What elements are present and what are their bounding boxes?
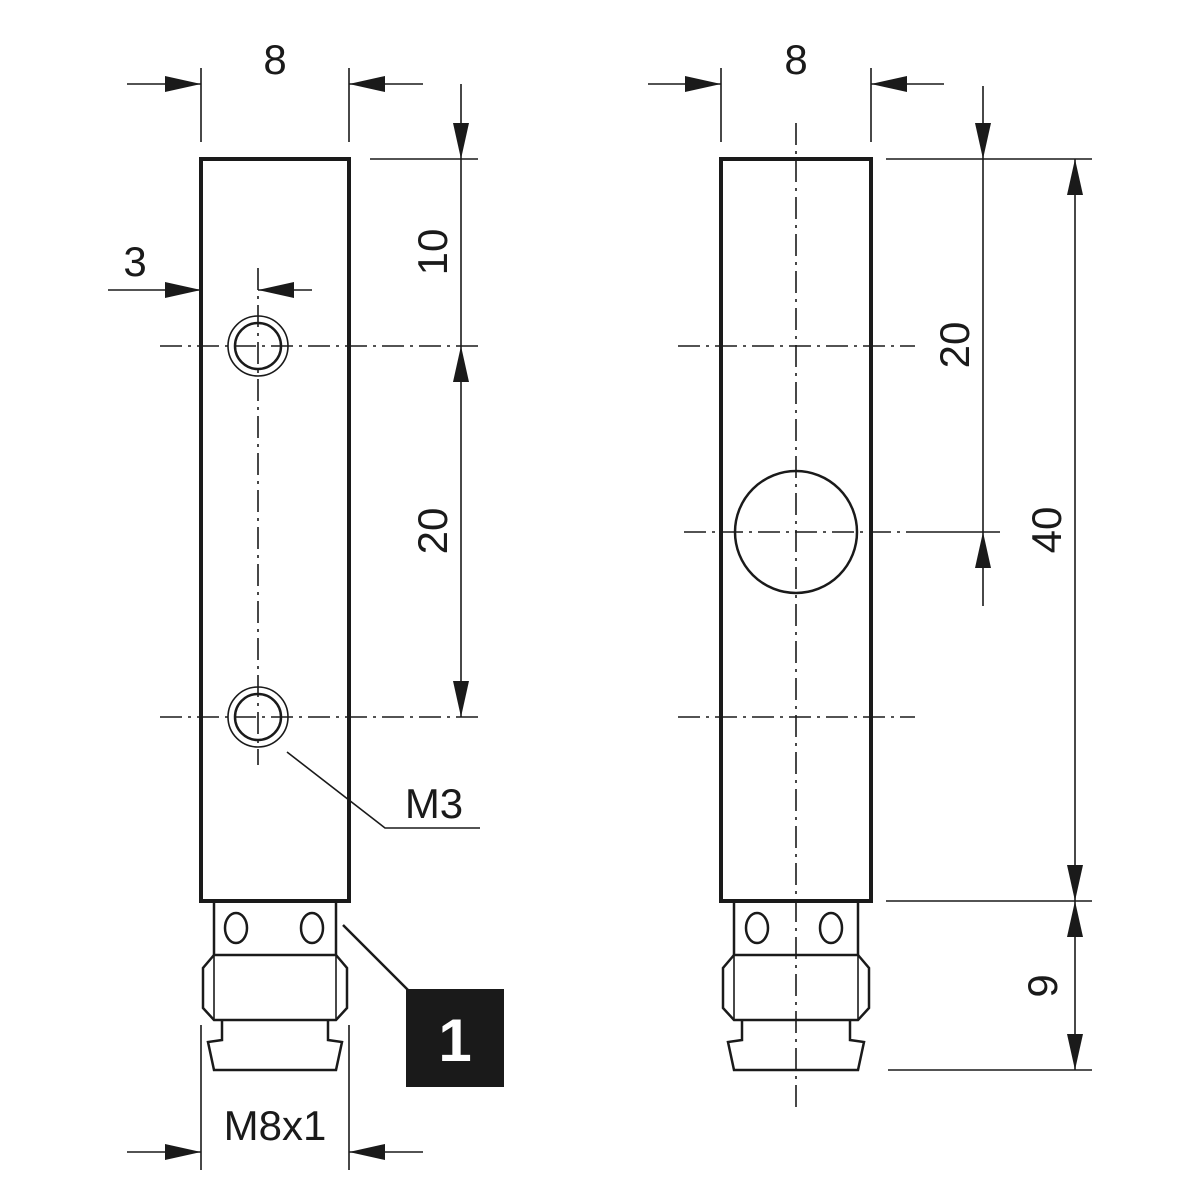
top-to-hole-dimension: 10 xyxy=(370,84,478,382)
hole-spacing-dimension: 20 xyxy=(409,346,469,717)
top-to-center-label: 20 xyxy=(931,322,978,369)
right-connector xyxy=(721,901,871,1072)
callout-number: 1 xyxy=(438,1007,471,1074)
left-sensor-body xyxy=(199,157,351,903)
connector-length-dimension: 9 xyxy=(888,901,1092,1071)
connector-thread-label: M8x1 xyxy=(224,1102,327,1149)
left-width-label: 8 xyxy=(263,36,286,83)
callout-box xyxy=(406,989,504,1087)
top-to-center-dimension: 20 xyxy=(886,86,1092,606)
right-view: 8 20 40 9 xyxy=(648,36,1092,1108)
connector-length-label: 9 xyxy=(1019,974,1066,997)
right-width-dimension: 8 xyxy=(648,36,944,142)
hole-spacing-label: 20 xyxy=(409,508,456,555)
connector-thread-dimension: M8x1 xyxy=(127,1025,423,1170)
hole-offset-label: 3 xyxy=(123,238,146,285)
body-length-label: 40 xyxy=(1023,507,1070,554)
top-to-hole-label: 10 xyxy=(409,229,456,276)
hole-offset-dimension: 3 xyxy=(108,238,312,298)
m3-leader: M3 xyxy=(286,751,480,829)
body-length-dimension: 40 xyxy=(886,159,1092,902)
left-width-dimension: 8 xyxy=(127,36,423,142)
callout-marker: 1 xyxy=(342,924,504,1087)
right-width-label: 8 xyxy=(784,36,807,83)
left-view: 8 3 10 20 M3 xyxy=(108,36,504,1170)
m3-label: M3 xyxy=(405,780,463,827)
left-connector xyxy=(201,901,349,1072)
